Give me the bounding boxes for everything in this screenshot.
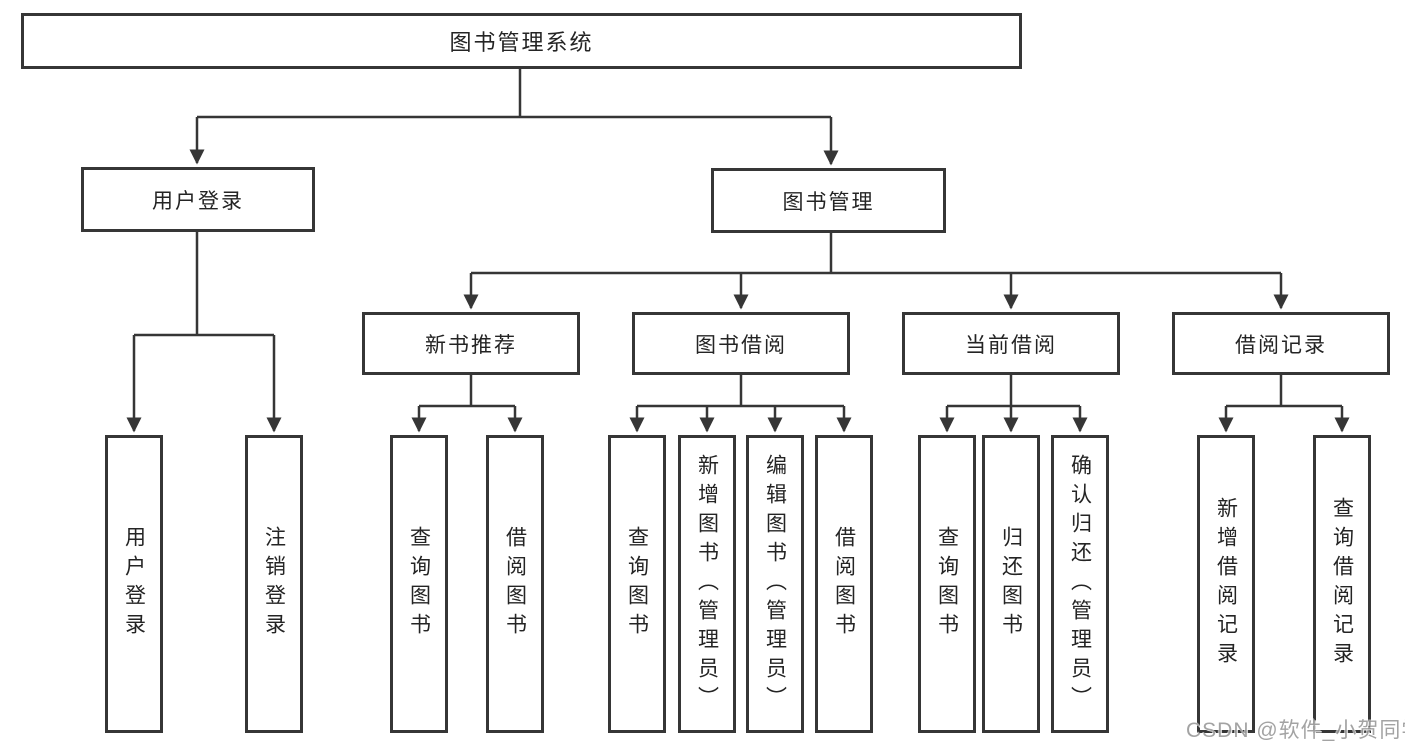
node-root: 图书管理系统 [21, 13, 1022, 69]
node-borrow-records: 借阅记录 [1172, 312, 1390, 375]
leaf-br-query-record: 查询借阅记录 [1313, 435, 1371, 733]
node-current-borrow: 当前借阅 [902, 312, 1120, 375]
leaf-br-add-record: 新增借阅记录 [1197, 435, 1255, 733]
node-user-login: 用户登录 [81, 167, 315, 232]
leaf-nb-query-books: 查询图书 [390, 435, 448, 733]
leaf-logout-login: 注销登录 [245, 435, 303, 733]
leaf-bb-borrow-books: 借阅图书 [815, 435, 873, 733]
node-new-book-recommend: 新书推荐 [362, 312, 580, 375]
leaf-cb-confirm-return-admin: 确认归还（管理员） [1051, 435, 1109, 733]
node-book-management: 图书管理 [711, 168, 946, 233]
leaf-nb-borrow-books: 借阅图书 [486, 435, 544, 733]
leaf-bb-query-books: 查询图书 [608, 435, 666, 733]
leaf-cb-query-books: 查询图书 [918, 435, 976, 733]
leaf-user-login: 用户登录 [105, 435, 163, 733]
leaf-bb-add-books-admin: 新增图书（管理员） [678, 435, 736, 733]
node-book-borrow: 图书借阅 [632, 312, 850, 375]
leaf-cb-return-books: 归还图书 [982, 435, 1040, 733]
watermark: CSDN @软件_小贺同学 [1186, 719, 1405, 742]
leaf-bb-edit-books-admin: 编辑图书（管理员） [746, 435, 804, 733]
